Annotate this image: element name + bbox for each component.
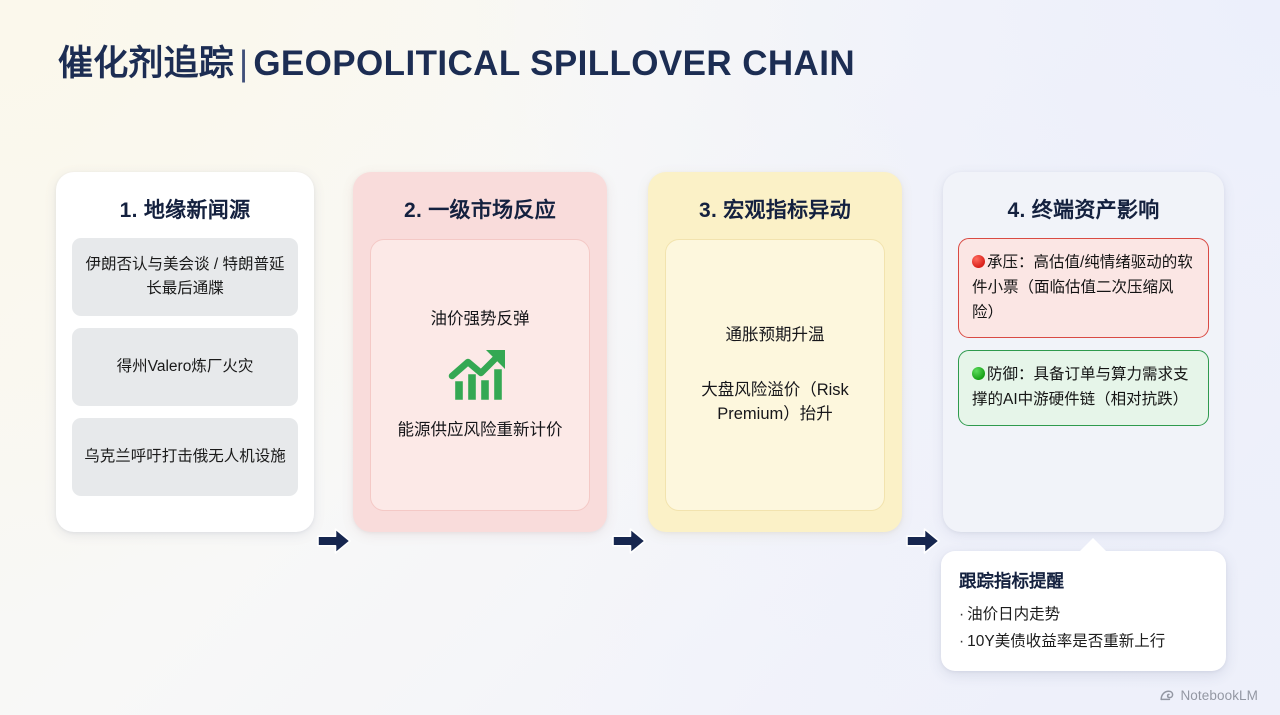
- page-title-en: GEOPOLITICAL SPILLOVER CHAIN: [253, 44, 856, 83]
- notebooklm-label: NotebookLM: [1180, 687, 1258, 703]
- page-title-zh: 催化剂追踪: [58, 44, 235, 83]
- arrow-right-icon: [612, 527, 646, 555]
- step-2-inner-panel: 油价强势反弹 能源供应风险重新计价: [370, 239, 590, 511]
- energy-supply-repricing-label: 能源供应风险重新计价: [397, 421, 563, 439]
- chart-increasing-icon: [448, 346, 512, 404]
- asset-impact-list: 承压：高估值/纯情绪驱动的软件小票（面临估值二次压缩风险） 防御：具备订单与算力…: [958, 238, 1209, 426]
- list-item: ·10Y美债收益率是否重新上行: [959, 629, 1208, 656]
- inflation-expectation-label: 通胀预期升温: [725, 325, 825, 344]
- green-circle-icon: [972, 367, 985, 381]
- list-item[interactable]: 伊朗否认与美会谈 / 特朗普延长最后通牒: [72, 238, 298, 316]
- notebooklm-watermark: NotebookLM: [1159, 687, 1258, 703]
- callout-title: 跟踪指标提醒: [959, 571, 1064, 591]
- callout-item-text: 10Y美债收益率是否重新上行: [967, 632, 1166, 650]
- step-3-inner-panel: 通胀预期升温 大盘风险溢价（Risk Premium）抬升: [665, 239, 885, 511]
- step-4-heading: 4. 终端资产影响: [1007, 199, 1160, 222]
- list-item[interactable]: 乌克兰呼吁打击俄无人机设施: [72, 418, 298, 496]
- list-item[interactable]: 承压：高估值/纯情绪驱动的软件小票（面临估值二次压缩风险）: [958, 238, 1209, 339]
- step-card-primary-market-reaction[interactable]: 2. 一级市场反应 油价强势反弹 能源供应风险重新计价: [353, 172, 607, 532]
- step-3-heading: 3. 宏观指标异动: [698, 199, 852, 222]
- page-title-separator: |: [239, 44, 249, 83]
- callout-tail: [1079, 538, 1107, 552]
- step-1-heading: 1. 地缘新闻源: [119, 199, 251, 222]
- step-card-terminal-asset-impact[interactable]: 4. 终端资产影响 承压：高估值/纯情绪驱动的软件小票（面临估值二次压缩风险） …: [943, 172, 1224, 532]
- notebooklm-logo-icon: [1159, 687, 1175, 703]
- pressure-impact-text: 承压：高估值/纯情绪驱动的软件小票（面临估值二次压缩风险）: [972, 254, 1193, 321]
- bullet-icon: ·: [959, 632, 965, 650]
- list-item: ·油价日内走势: [959, 602, 1208, 629]
- step-2-heading: 2. 一级市场反应: [403, 199, 557, 222]
- bullet-icon: ·: [959, 606, 965, 623]
- callout-item-text: 油价日内走势: [967, 606, 1061, 623]
- page-title: 催化剂追踪|GEOPOLITICAL SPILLOVER CHAIN: [58, 44, 855, 84]
- arrow-right-icon: [906, 527, 940, 555]
- news-source-list: 伊朗否认与美会谈 / 特朗普延长最后通牒 得州Valero炼厂火灾 乌克兰呼吁打…: [72, 238, 298, 496]
- spillover-chain-flow: 1. 地缘新闻源 伊朗否认与美会谈 / 特朗普延长最后通牒 得州Valero炼厂…: [0, 172, 1280, 554]
- step-card-geopolitical-news[interactable]: 1. 地缘新闻源 伊朗否认与美会谈 / 特朗普延长最后通牒 得州Valero炼厂…: [56, 172, 314, 532]
- oil-price-rebound-label: 油价强势反弹: [430, 310, 530, 329]
- red-circle-icon: [972, 255, 985, 268]
- step-card-macro-indicator-shift[interactable]: 3. 宏观指标异动 通胀预期升温 大盘风险溢价（Risk Premium）抬升: [648, 172, 902, 532]
- risk-premium-label: 大盘风险溢价（Risk Premium）抬升: [701, 380, 849, 424]
- list-item[interactable]: 得州Valero炼厂火灾: [72, 328, 298, 406]
- arrow-right-icon: [317, 527, 351, 555]
- tracking-indicator-callout[interactable]: 跟踪指标提醒 ·油价日内走势 ·10Y美债收益率是否重新上行: [941, 538, 1226, 672]
- list-item[interactable]: 防御：具备订单与算力需求支撑的AI中游硬件链（相对抗跌）: [958, 350, 1209, 426]
- defense-impact-text: 防御：具备订单与算力需求支撑的AI中游硬件链（相对抗跌）: [972, 366, 1189, 409]
